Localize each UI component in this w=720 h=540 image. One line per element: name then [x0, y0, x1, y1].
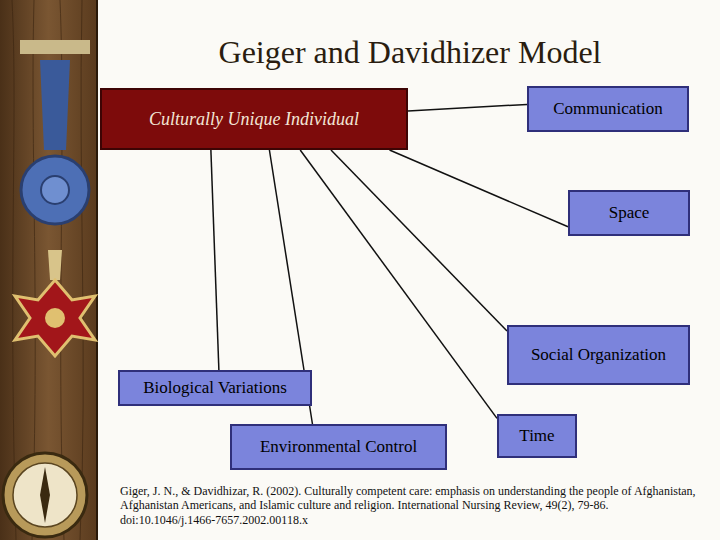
- connector-line: [331, 150, 507, 331]
- box-label: Social Organization: [531, 345, 666, 365]
- strip-edge: [96, 0, 98, 540]
- box-label: Space: [609, 203, 650, 223]
- factor-box: Environmental Control: [230, 424, 447, 470]
- ribbon-rosette: [20, 40, 90, 224]
- citation: Giger, J. N., & Davidhizar, R. (2002). C…: [120, 484, 705, 527]
- factor-box: Social Organization: [507, 325, 690, 385]
- box-label: Culturally Unique Individual: [149, 109, 359, 130]
- connector-line: [300, 150, 497, 418]
- connector-line: [211, 150, 219, 370]
- slide-title: Geiger and Davidhizer Model: [100, 34, 720, 71]
- cross-medal: [15, 250, 95, 356]
- box-label: Environmental Control: [260, 437, 417, 457]
- central-box: Culturally Unique Individual: [100, 88, 408, 150]
- connector-line: [408, 104, 527, 111]
- connector-line: [390, 150, 568, 227]
- factor-box: Space: [568, 190, 690, 236]
- factor-box: Biological Variations: [118, 370, 312, 406]
- box-label: Biological Variations: [143, 378, 287, 398]
- wood-panel: [0, 0, 97, 540]
- box-label: Time: [519, 426, 554, 446]
- box-label: Communication: [553, 99, 663, 119]
- factor-box: Communication: [527, 86, 689, 132]
- factor-box: Time: [497, 414, 577, 458]
- compass: [3, 453, 87, 537]
